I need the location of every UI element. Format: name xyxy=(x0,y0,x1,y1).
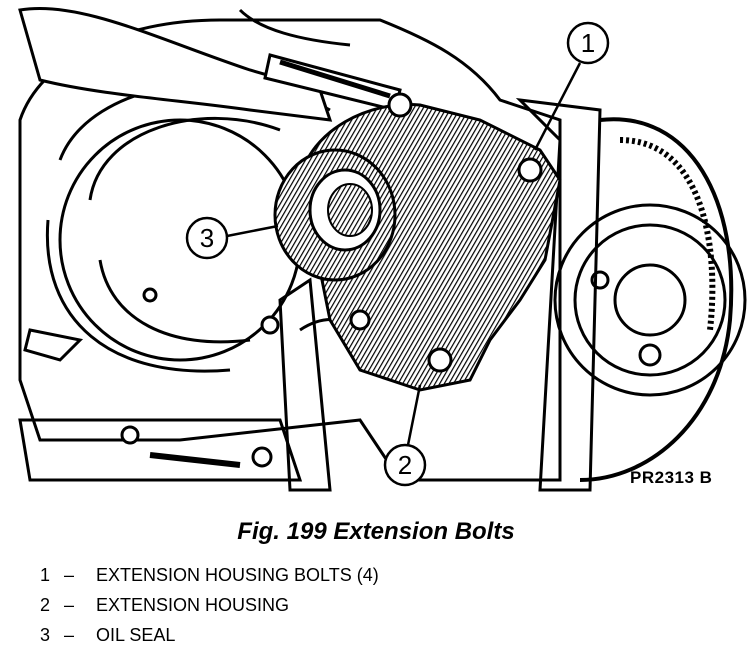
pan-rail xyxy=(18,328,303,482)
callout-2: 2 xyxy=(383,384,427,487)
legend-item: 1 – EXTENSION HOUSING BOLTS (4) xyxy=(40,560,379,590)
svg-text:3: 3 xyxy=(200,223,214,253)
callout-1: 1 xyxy=(533,21,610,151)
legend: 1 – EXTENSION HOUSING BOLTS (4) 2 – EXTE… xyxy=(40,560,379,650)
hand-with-wrench xyxy=(18,6,402,122)
figure-caption: Fig. 199 Extension Bolts xyxy=(237,518,515,545)
legend-dash: – xyxy=(64,565,75,585)
legend-dash: – xyxy=(64,625,75,645)
legend-text: EXTENSION HOUSING xyxy=(96,595,290,615)
legend-number: 3 xyxy=(40,625,51,645)
figure-code: PR2313 B xyxy=(630,468,713,487)
legend-number: 2 xyxy=(40,595,51,615)
legend-item: 3 – OIL SEAL xyxy=(40,620,379,650)
flex-plate xyxy=(553,117,747,482)
technical-illustration: 1 2 3 xyxy=(18,6,747,492)
oil-seal xyxy=(273,148,397,282)
legend-number: 1 xyxy=(40,565,51,585)
callout-3: 3 xyxy=(185,216,279,260)
svg-text:1: 1 xyxy=(581,28,595,58)
svg-text:2: 2 xyxy=(398,450,412,480)
legend-dash: – xyxy=(64,595,75,615)
legend-text: EXTENSION HOUSING BOLTS (4) xyxy=(96,565,379,585)
legend-text: OIL SEAL xyxy=(96,625,176,645)
case-bolts xyxy=(120,287,280,468)
legend-item: 2 – EXTENSION HOUSING xyxy=(40,590,379,620)
extension-housing-bolts xyxy=(349,92,543,373)
